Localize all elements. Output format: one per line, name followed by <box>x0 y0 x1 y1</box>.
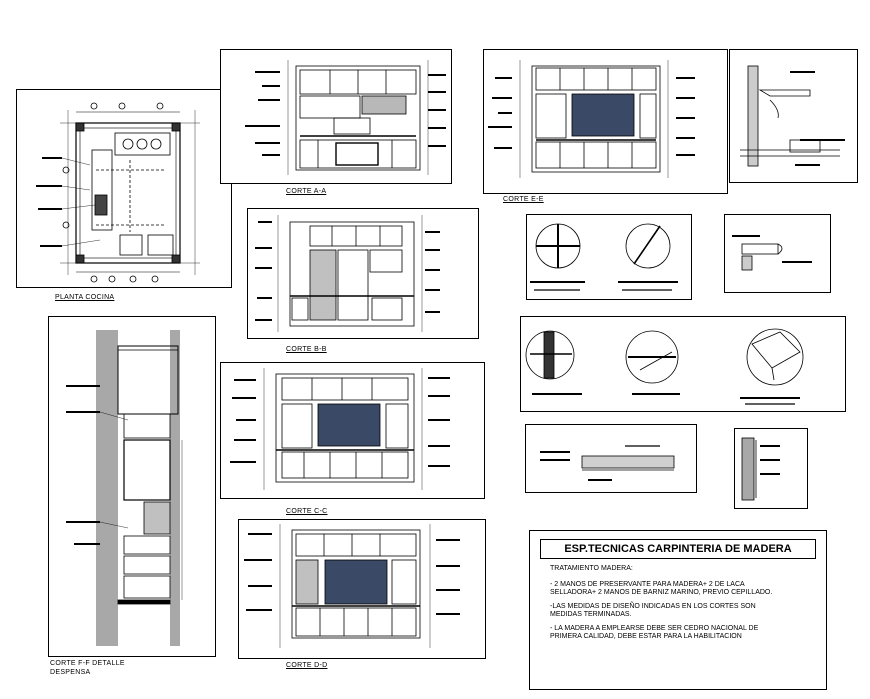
corte-cc-drawing <box>230 368 450 490</box>
specs-item2-line1: -LAS MEDIDAS DE DISEÑO INDICADAS EN LOS … <box>550 603 756 610</box>
detalle-mesada-drawing <box>740 65 845 167</box>
specs-item3-line1: - LA MADERA A EMPLEARSE DEBE SER CEDRO N… <box>550 625 759 632</box>
planta-cocina-drawing <box>36 102 200 283</box>
specs-box: ESP.TECNICAS CARPINTERIA DE MADERA TRATA… <box>529 530 827 690</box>
corte-dd-drawing <box>244 524 460 648</box>
corte-aa-drawing <box>245 60 446 175</box>
corte-bb-frame <box>247 208 479 339</box>
detalle-zocalo-drawing <box>741 437 780 501</box>
label-corte-dd: CORTE D-D <box>286 662 328 669</box>
label-planta-cocina: PLANTA COCINA <box>55 294 115 301</box>
label-corte-cc: CORTE C-C <box>286 508 328 515</box>
label-corte-ee: CORTE E-E <box>503 196 544 203</box>
label-corte-ff-line2: DESPENSA <box>50 669 91 676</box>
label-corte-bb: CORTE B-B <box>286 346 327 353</box>
detalle-cantos-frame <box>520 316 846 412</box>
specs-item2-line2: MEDIDAS TERMINADAS. <box>550 611 632 618</box>
label-corte-ff-line1: CORTE F-F DETALLE <box>50 660 125 667</box>
specs-item3-line2: PRIMERA CALIDAD, DEBE ESTAR PARA LA HABI… <box>550 633 742 640</box>
corte-ff-drawing <box>66 330 183 646</box>
specs-item1-line1: - 2 MANOS DE PRESERVANTE PARA MADERA+ 2 … <box>550 581 745 588</box>
specs-heading: TRATAMIENTO MADERA: <box>550 565 633 572</box>
label-corte-aa: CORTE A-A <box>286 188 327 195</box>
detalle-borde-drawing <box>732 235 812 271</box>
detalle-piso-drawing <box>540 445 675 481</box>
specs-title: ESP.TECNICAS CARPINTERIA DE MADERA <box>540 539 816 559</box>
corte-bb-drawing <box>255 215 440 332</box>
detalle-uniones-frame <box>526 214 692 300</box>
detalle-cantos-drawing <box>525 328 804 405</box>
corte-ee-drawing <box>488 60 695 178</box>
detalle-uniones-drawing <box>530 223 678 291</box>
specs-item1-line2: SELLADORA+ 2 MANOS DE BARNIZ MARINO, PRE… <box>550 589 773 596</box>
